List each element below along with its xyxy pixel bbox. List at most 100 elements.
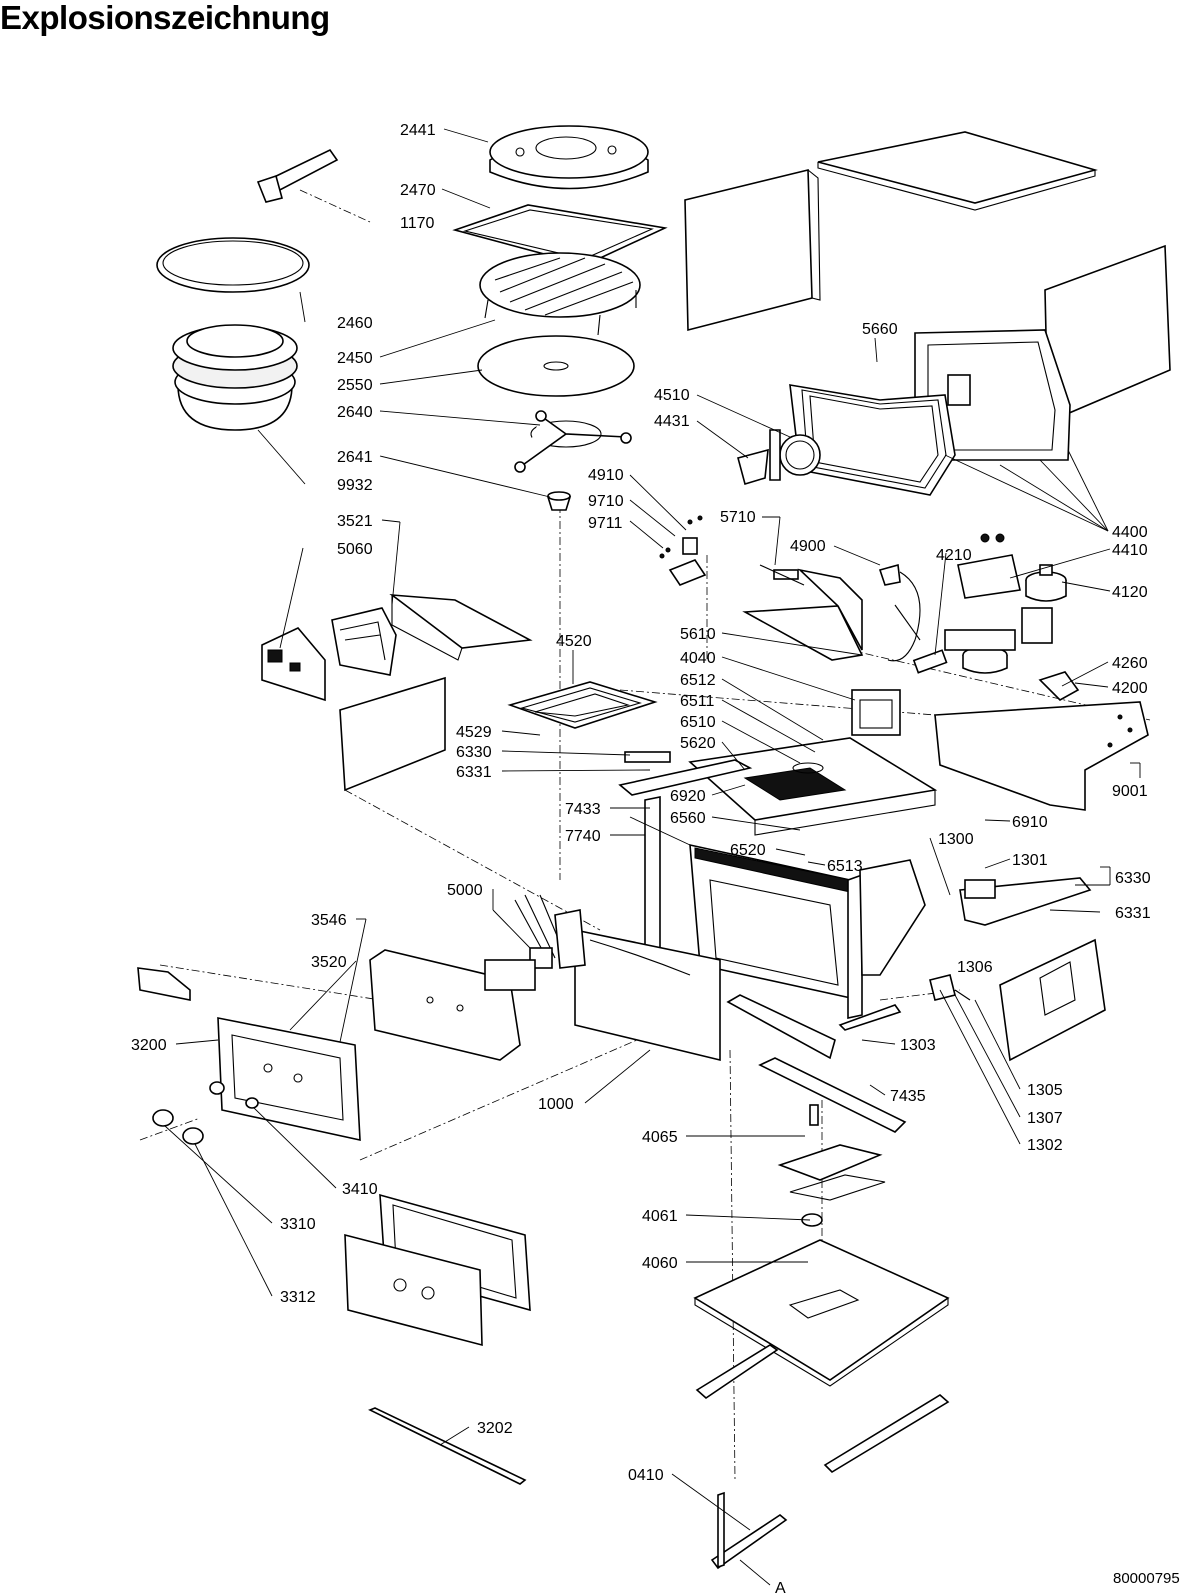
control-bracket-9001 [934, 701, 1149, 811]
high-voltage-transformer-4040 [851, 689, 901, 736]
panel-cap [137, 967, 191, 1001]
label-4200: 4200 [1112, 680, 1148, 697]
label-1303: 1303 [900, 1037, 936, 1054]
crisp-plate-cover-2441 [489, 125, 649, 190]
label-9932: 9932 [337, 477, 373, 494]
rail-bracket [389, 593, 533, 661]
label-5060: 5060 [337, 541, 373, 558]
base-plate-4060 [693, 1239, 950, 1387]
label-9710: 9710 [588, 493, 624, 510]
label-1305: 1305 [1027, 1082, 1063, 1099]
label-4529: 4529 [456, 724, 492, 741]
label-2640: 2640 [337, 404, 373, 421]
light-fixture-4510 [769, 429, 821, 481]
thermostat-6330-left [624, 751, 671, 763]
door-seals-4400 [789, 384, 956, 496]
rail-7435 [758, 1057, 907, 1133]
label-6331-lower: 6331 [1115, 905, 1151, 922]
label-5610: 5610 [680, 626, 716, 643]
feet-rails-0410 [695, 1344, 950, 1570]
bushing-3410 [245, 1097, 259, 1109]
door-switch-assembly-1300 [959, 877, 1092, 926]
latch-1306 [929, 974, 971, 1001]
grill-rack-1170 [479, 252, 641, 336]
door-panel-1000 [574, 929, 721, 1062]
part-labels: 2441 2470 1170 2460 2450 2550 2640 2641 … [131, 122, 1180, 1595]
board-holder-5060 [331, 607, 397, 676]
label-1170: 1170 [400, 215, 435, 232]
label-1000: 1000 [538, 1096, 574, 1113]
label-4120: 4120 [1112, 584, 1148, 601]
label-5620: 5620 [680, 735, 716, 752]
insulation-left [339, 676, 446, 792]
label-1302: 1302 [1027, 1137, 1063, 1154]
label-6910: 6910 [1012, 814, 1048, 831]
label-6520: 6520 [730, 842, 766, 859]
diode-4210 [894, 604, 948, 674]
label-4520: 4520 [556, 633, 592, 650]
glass-turntable-2550 [477, 335, 635, 397]
label-3521: 3521 [337, 513, 373, 530]
label-2450: 2450 [337, 350, 373, 367]
view-marker-a: A [775, 1580, 786, 1595]
label-4510: 4510 [654, 387, 690, 404]
label-2550: 2550 [337, 377, 373, 394]
bracket-4431 [737, 448, 769, 486]
cavity-side-7433 [644, 796, 661, 954]
coupler-2641 [546, 491, 572, 511]
label-3410: 3410 [342, 1181, 378, 1198]
label-9001: 9001 [1112, 783, 1148, 800]
label-4065: 4065 [642, 1129, 678, 1146]
label-3310: 3310 [280, 1216, 316, 1233]
steamer-set-9932 [172, 324, 298, 431]
label-4900: 4900 [790, 538, 826, 555]
label-2460: 2460 [337, 315, 373, 332]
label-2441: 2441 [400, 122, 436, 139]
knobs-3310 [152, 1081, 225, 1145]
page-title: Explosionszeichnung [0, 0, 330, 36]
label-4040: 4040 [680, 650, 716, 667]
cavity-side-right [847, 859, 926, 1019]
label-7435: 7435 [890, 1088, 926, 1105]
housing-left-side [684, 168, 821, 332]
cavity-top-6510 [688, 737, 938, 836]
label-1300: 1300 [938, 831, 974, 848]
label-5660: 5660 [862, 321, 898, 338]
housing-top-cover [817, 131, 1098, 211]
label-2641: 2641 [337, 449, 373, 466]
label-6560: 6560 [670, 810, 706, 827]
label-6330-lower: 6330 [1115, 870, 1151, 887]
label-6920: 6920 [670, 788, 706, 805]
fan-4410 [980, 533, 1067, 602]
label-4431: 4431 [654, 413, 690, 430]
label-7740: 7740 [565, 828, 601, 845]
label-3546: 3546 [311, 912, 347, 929]
label-5000: 5000 [447, 882, 483, 899]
hinge-4065 [777, 1104, 886, 1201]
control-panel-3200 [217, 1017, 361, 1142]
trim-strip-3202 [368, 1407, 527, 1485]
label-4260: 4260 [1112, 655, 1148, 672]
label-4410: 4410 [1112, 542, 1148, 559]
label-7433: 7433 [565, 801, 601, 818]
control-board-3521 [261, 627, 326, 702]
sensor-4200 [1038, 671, 1080, 701]
label-0410: 0410 [628, 1467, 664, 1484]
label-4060: 4060 [642, 1255, 678, 1272]
insulation-right-1305 [999, 938, 1106, 1062]
label-3200: 3200 [131, 1037, 167, 1054]
label-1307: 1307 [1027, 1110, 1063, 1127]
reflector-5620 [618, 759, 753, 796]
relay-board-3520 [369, 949, 536, 1061]
label-6331-upper: 6331 [456, 764, 492, 781]
label-4210: 4210 [936, 547, 972, 564]
thermal-fuse-5710 [759, 564, 805, 586]
capacitor-4900 [878, 563, 921, 662]
cavity-front-7740 [689, 843, 861, 1002]
label-6513: 6513 [827, 858, 863, 875]
label-6510: 6510 [680, 714, 716, 731]
label-9711: 9711 [588, 515, 623, 532]
label-5710: 5710 [720, 509, 756, 526]
grill-element-4520 [507, 681, 658, 729]
waveguide-5610 [742, 568, 864, 661]
